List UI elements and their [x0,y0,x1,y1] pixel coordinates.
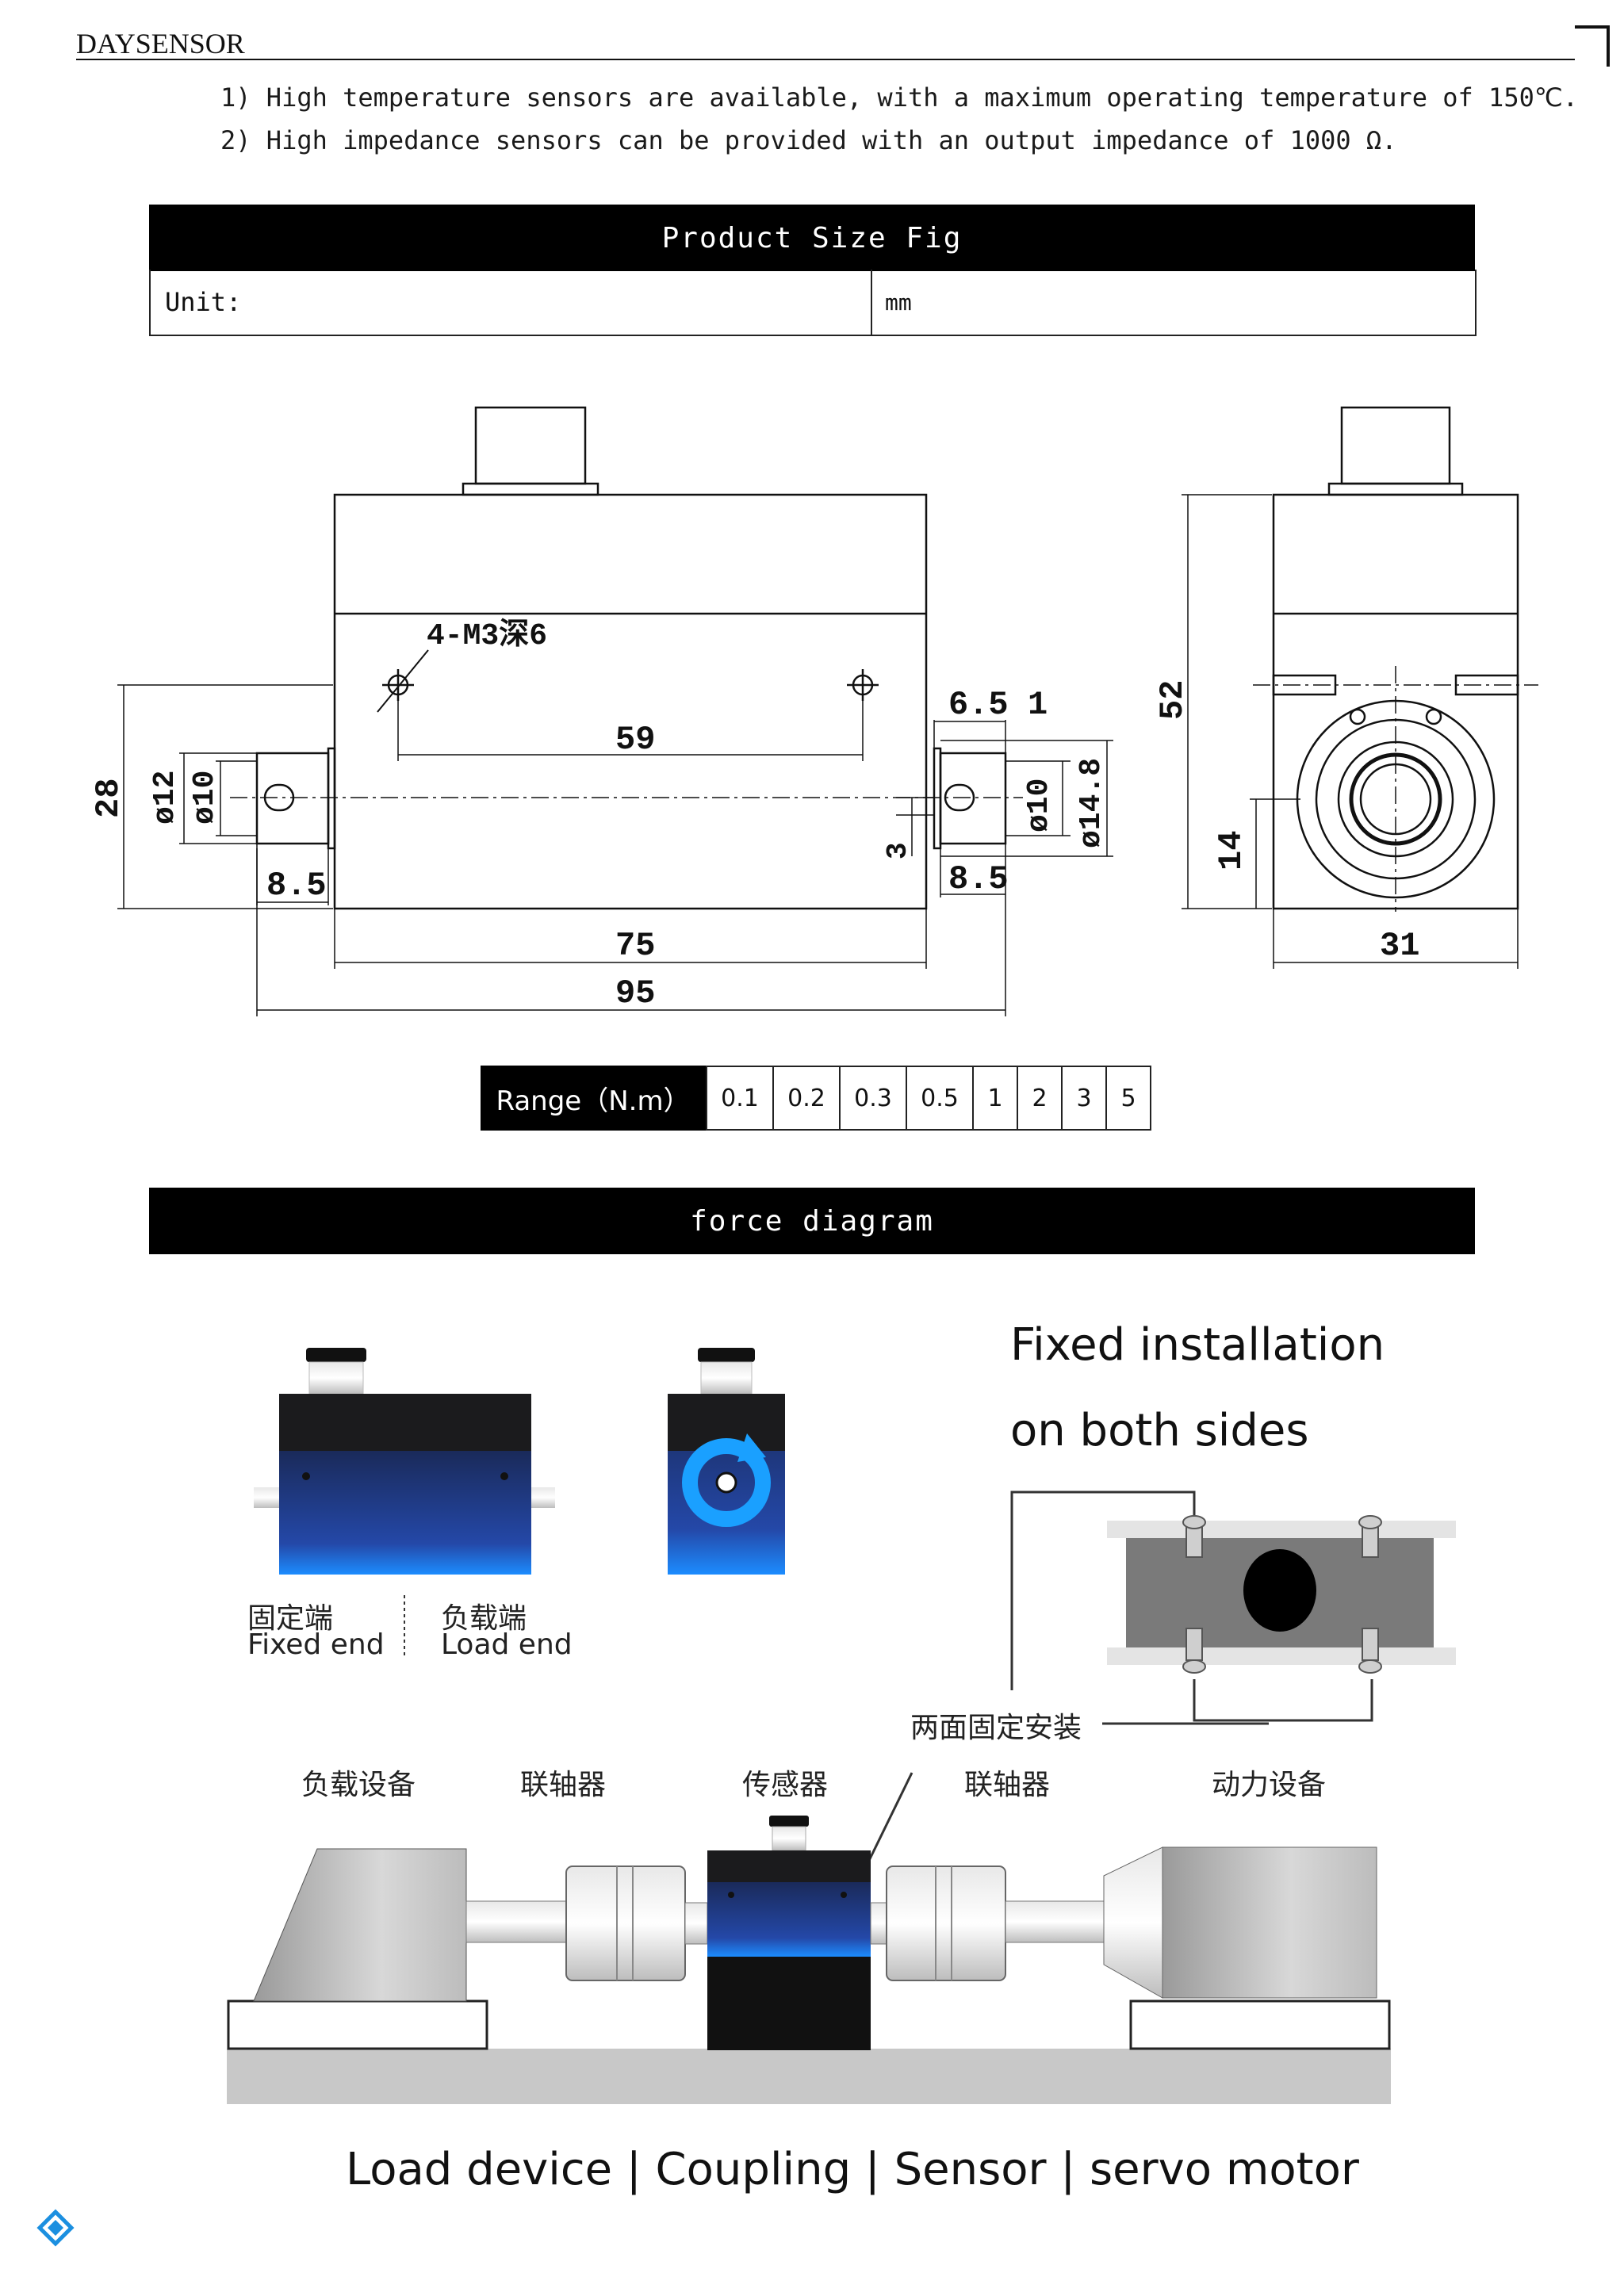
label-coupling-left-cn: 联轴器 [520,1769,607,1801]
load-end-cn: 负载端 [441,1602,527,1635]
dim-28: 28 [90,779,128,818]
sensor-illustration-front [254,1348,555,1575]
fixed-installation-heading-1: Fixed installation [1010,1319,1385,1371]
range-value: 1 [974,1066,1018,1131]
unit-label: Unit: [151,270,872,335]
note-2: 2) High impedance sensors can be provide… [220,125,1397,155]
dim-8-5-left: 8.5 [266,867,327,905]
header-rule [76,59,1575,60]
load-end-en: Load end [441,1628,573,1661]
range-value: 2 [1018,1066,1063,1131]
fixed-installation-heading-2: on both sides [1010,1405,1309,1456]
fixed-installation-illustration [1107,1515,1456,1674]
corner-mark [1575,25,1610,67]
both-sides-label-cn: 两面固定安装 [910,1712,1082,1744]
dim-phi12: ø12 [148,771,182,825]
dim-52: 52 [1154,680,1192,720]
dim-95: 95 [615,974,655,1012]
range-value: 3 [1063,1066,1107,1131]
dim-59: 59 [615,721,655,759]
unit-value: mm [885,289,912,316]
unit-row: Unit: mm [149,270,1477,336]
range-label: Range（N.m） [481,1066,706,1131]
dim-3: 3 [882,842,914,859]
label-coupling-right-cn: 联轴器 [964,1769,1051,1801]
dim-31: 31 [1380,927,1419,965]
label-load-device-cn: 负载设备 [301,1769,416,1801]
dim-phi10-left: ø10 [188,771,222,825]
assembly-illustration [227,1816,1391,2104]
sensor-illustration-side [668,1348,785,1575]
fixed-end-cn: 固定端 [247,1602,334,1635]
dim-6-5: 6.5 [948,686,1009,724]
brand-name: DAYSENSOR [76,28,245,59]
dim-75: 75 [615,927,655,965]
force-diagram-header: force diagram [149,1188,1475,1254]
range-table: Range（N.m） 0.1 0.2 0.3 0.5 1 2 3 5 [481,1066,1151,1131]
range-value: 0.1 [706,1066,774,1131]
dim-14: 14 [1212,831,1251,871]
company-logo [36,2209,75,2247]
label-power-device-cn: 动力设备 [1212,1769,1327,1801]
label-sensor-cn: 传感器 [742,1769,829,1801]
product-size-header: Product Size Fig [149,205,1475,271]
hole-note: 4-M3深6 [427,618,547,653]
note-1: 1) High temperature sensors are availabl… [220,82,1579,113]
range-value: 0.2 [774,1066,841,1131]
range-value: 0.3 [841,1066,907,1131]
range-value: 5 [1107,1066,1151,1131]
dim-1: 1 [1028,686,1048,724]
assembly-caption: Load device | Coupling | Sensor | servo … [346,2144,1359,2195]
dim-8-5-right: 8.5 [948,860,1009,898]
range-value: 0.5 [907,1066,974,1131]
fixed-end-en: Fixed end [247,1628,385,1661]
dim-phi10-right: ø10 [1022,779,1056,832]
dim-phi14-8: ø14.8 [1074,758,1109,848]
